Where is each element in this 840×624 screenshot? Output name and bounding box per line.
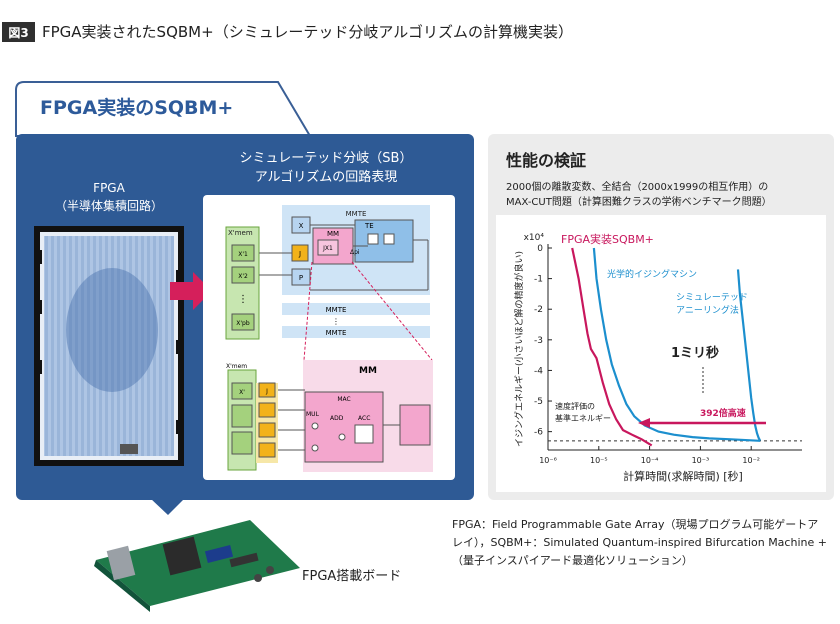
jx1-label: JX1: [322, 245, 333, 252]
vdots-icon-2: ⋮: [332, 317, 340, 326]
fpga-board-image: [94, 520, 300, 612]
one-millisecond-label: 1ミリ秒: [671, 345, 719, 361]
acc-label: ACC: [358, 415, 370, 422]
caption: FPGA：Field Programmable Gate Array（現場プログ…: [452, 516, 834, 570]
x2-label: X'2: [238, 273, 248, 280]
series-label-fpga: FPGA実装SQBM+: [561, 232, 654, 246]
mmte-label-3: MMTE: [326, 329, 347, 337]
figure-title: FPGA実装されたSQBM+（シミュレーテッド分岐アルゴリズムの計算機実装）: [42, 23, 573, 41]
xpb-label: X'pb: [236, 320, 250, 327]
series-line-0: [571, 247, 653, 447]
p-block: P: [299, 274, 303, 282]
series-line-2: [736, 269, 762, 442]
fpga-chip-image: [34, 226, 184, 466]
series-label-optical: 光学的イジングマシン: [607, 268, 697, 280]
speedup-arrow-head: [638, 418, 650, 428]
reference-label-line2: 基準エネルギー: [555, 413, 611, 423]
tab-outline: [15, 81, 312, 137]
sb-title: シミュレーテッド分岐（SB）: [240, 151, 413, 166]
add-label: ADD: [330, 415, 344, 422]
board-label: FPGA搭載ボード: [302, 568, 401, 584]
y-axis-title: イジングエネルギー(小さいほど解の精度が良い): [513, 251, 525, 447]
series-line-1: [592, 247, 761, 442]
panel-pointer: [150, 498, 185, 515]
series-label-sa: シミュレーテッド: [676, 292, 748, 303]
chart-background: [496, 215, 826, 492]
xprime-label: X': [239, 389, 245, 396]
y-tick-label: -1: [534, 275, 543, 285]
fpga-label: FPGA: [93, 181, 125, 195]
vdots-icon: ⋮: [238, 294, 248, 305]
fpga-sub-label: （半導体集積回路）: [55, 198, 163, 213]
te-label: TE: [364, 222, 374, 230]
x-tick-label: 10⁻⁴: [641, 456, 659, 465]
y-multiplier-label: x10⁴: [524, 233, 545, 243]
x-tick-label: 10⁻⁶: [539, 456, 557, 465]
x-tick-label: 10⁻⁵: [590, 456, 608, 465]
tab-title: FPGA実装のSQBM+: [40, 96, 233, 119]
x-tick-label: 10⁻³: [692, 456, 710, 465]
panel-subtitle-line2: MAX-CUT問題（計算困難クラスの学術ベンチマーク問題）: [506, 195, 772, 208]
series-label-sa-line2: アニーリング法: [676, 304, 739, 316]
y-tick-label: -3: [534, 336, 543, 346]
circuit-upper: MMTE X'mem X'1 X'2 ⋮ X'pb X J P MM JX1 T…: [225, 205, 430, 340]
y-tick-label: -6: [534, 428, 543, 438]
j-block: J: [298, 250, 301, 258]
caption-line: レイ），SQBM+：Simulated Quantum-inspired Bif…: [452, 536, 827, 549]
y-tick-label: -5: [534, 397, 543, 407]
xmem-label: X'mem: [228, 229, 253, 237]
mmte-label: MMTE: [346, 210, 367, 218]
reference-label: 速度評価の: [555, 401, 595, 411]
y-tick-label: -2: [534, 305, 543, 315]
circuit-lower: MM X'mem X' J MAC MUL ADD ACC: [226, 360, 433, 472]
mmte-label-2: MMTE: [326, 306, 347, 314]
j-bottom-label: J: [265, 388, 268, 395]
x1-label: X'1: [238, 251, 248, 258]
caption-line: （量子インスパイアード最適化ソリューション）: [452, 554, 693, 567]
panel-subtitle: 2000個の離散変数、全結合（2000x1999の相互作用）の: [506, 180, 768, 193]
mul-label: MUL: [306, 411, 320, 418]
mac-label: MAC: [337, 396, 350, 403]
caption-line: FPGA：Field Programmable Gate Array（現場プログ…: [452, 518, 819, 531]
sb-title-line2: アルゴリズムの回路表現: [255, 169, 398, 185]
mm-small-label: MM: [327, 230, 339, 238]
y-tick-label: 0: [537, 244, 543, 254]
x-tick-label: 10⁻²: [742, 456, 760, 465]
mm-big-label: MM: [359, 366, 377, 376]
right-arrow-icon: [170, 272, 212, 310]
x-block: X: [299, 222, 304, 230]
xmem-label-2: X'mem: [226, 363, 247, 370]
speedup-label: 392倍高速: [700, 407, 746, 419]
y-tick-label: -4: [534, 366, 543, 376]
figure-number-badge: 図3: [2, 22, 35, 42]
x-axis-title: 計算時間(求解時間) [秒]: [623, 469, 743, 483]
panel-title: 性能の検証: [506, 151, 586, 170]
dpi-label: Δpi: [350, 249, 360, 256]
